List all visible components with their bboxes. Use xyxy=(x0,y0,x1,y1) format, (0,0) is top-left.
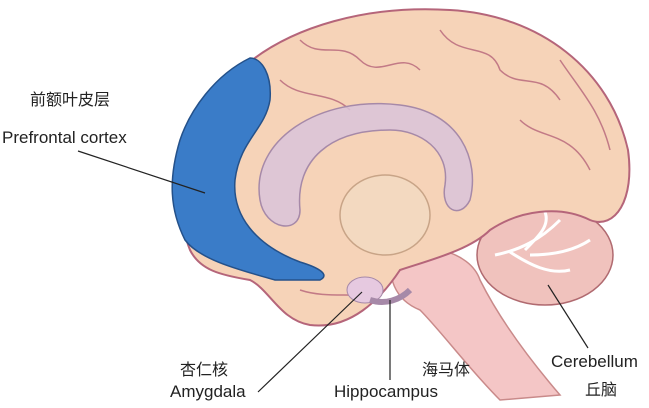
prefrontal-cortex-region xyxy=(171,57,325,281)
amygdala-shape xyxy=(346,276,384,304)
gyri xyxy=(279,29,611,301)
corpus-callosum xyxy=(258,102,474,227)
cerebellum-arbor xyxy=(494,211,591,273)
brainstem xyxy=(390,247,562,401)
amygdala-label-en: Amygdala xyxy=(170,382,246,401)
prefrontal-leader xyxy=(77,150,206,194)
amygdala-label-zh: 杏仁核 xyxy=(180,360,229,379)
hippocampus-shape xyxy=(369,287,413,305)
prefrontal-label-en: Prefrontal cortex xyxy=(2,128,127,147)
hippocampus-label-zh: 海马体 xyxy=(422,360,471,379)
prefrontal-label-zh: 前额叶皮层 xyxy=(30,90,111,109)
hippocampus-label-en: Hippocampus xyxy=(334,382,438,401)
cerebellum-label-zh: 丘脑 xyxy=(585,380,618,399)
cerebellum-leader xyxy=(547,284,589,349)
thalamus xyxy=(339,174,431,256)
cerebellum-label-en: Cerebellum xyxy=(551,352,638,371)
amygdala-leader xyxy=(257,291,363,393)
